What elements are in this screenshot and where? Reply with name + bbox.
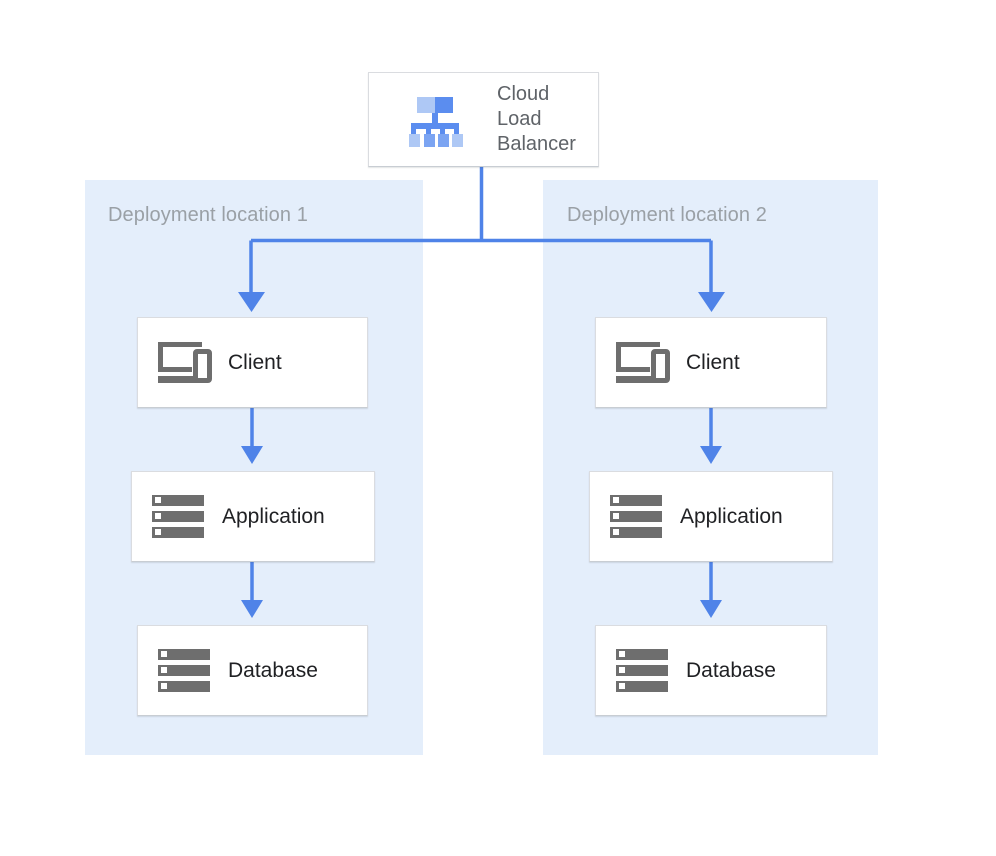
node-cloud-load-balancer-label: Cloud Load Balancer (497, 83, 576, 155)
deployment-zone-1-label: Deployment location 1 (108, 204, 308, 226)
node-client-zone-2-label: Client (686, 350, 740, 374)
node-cloud-load-balancer[interactable]: Cloud Load Balancer (368, 72, 599, 167)
node-database-zone-2-label: Database (686, 658, 776, 682)
node-application-zone-1-label: Application (222, 504, 325, 528)
server-stack-icon-slot (616, 648, 672, 694)
node-application-zone-2-label: Application (680, 504, 783, 528)
client-devices-icon (158, 340, 216, 384)
server-stack-icon (616, 648, 668, 692)
node-client-zone-2[interactable]: Client (595, 317, 827, 408)
server-stack-icon (152, 494, 204, 538)
node-application-zone-1[interactable]: Application (131, 471, 375, 562)
cloud-load-balancer-icon-slot (409, 96, 465, 147)
deployment-zone-2-label: Deployment location 2 (567, 204, 767, 226)
client-devices-icon (616, 340, 674, 384)
server-stack-icon-slot (152, 494, 208, 540)
node-client-zone-1[interactable]: Client (137, 317, 368, 408)
server-stack-icon-slot (610, 494, 666, 540)
server-stack-icon (158, 648, 210, 692)
node-database-zone-1[interactable]: Database (137, 625, 368, 716)
client-devices-icon-slot (158, 340, 214, 386)
node-client-zone-1-label: Client (228, 350, 282, 374)
client-devices-icon-slot (616, 340, 672, 386)
node-database-zone-2[interactable]: Database (595, 625, 827, 716)
server-stack-icon (610, 494, 662, 538)
cloud-load-balancer-icon (409, 96, 465, 147)
server-stack-icon-slot (158, 648, 214, 694)
node-application-zone-2[interactable]: Application (589, 471, 833, 562)
node-database-zone-1-label: Database (228, 658, 318, 682)
